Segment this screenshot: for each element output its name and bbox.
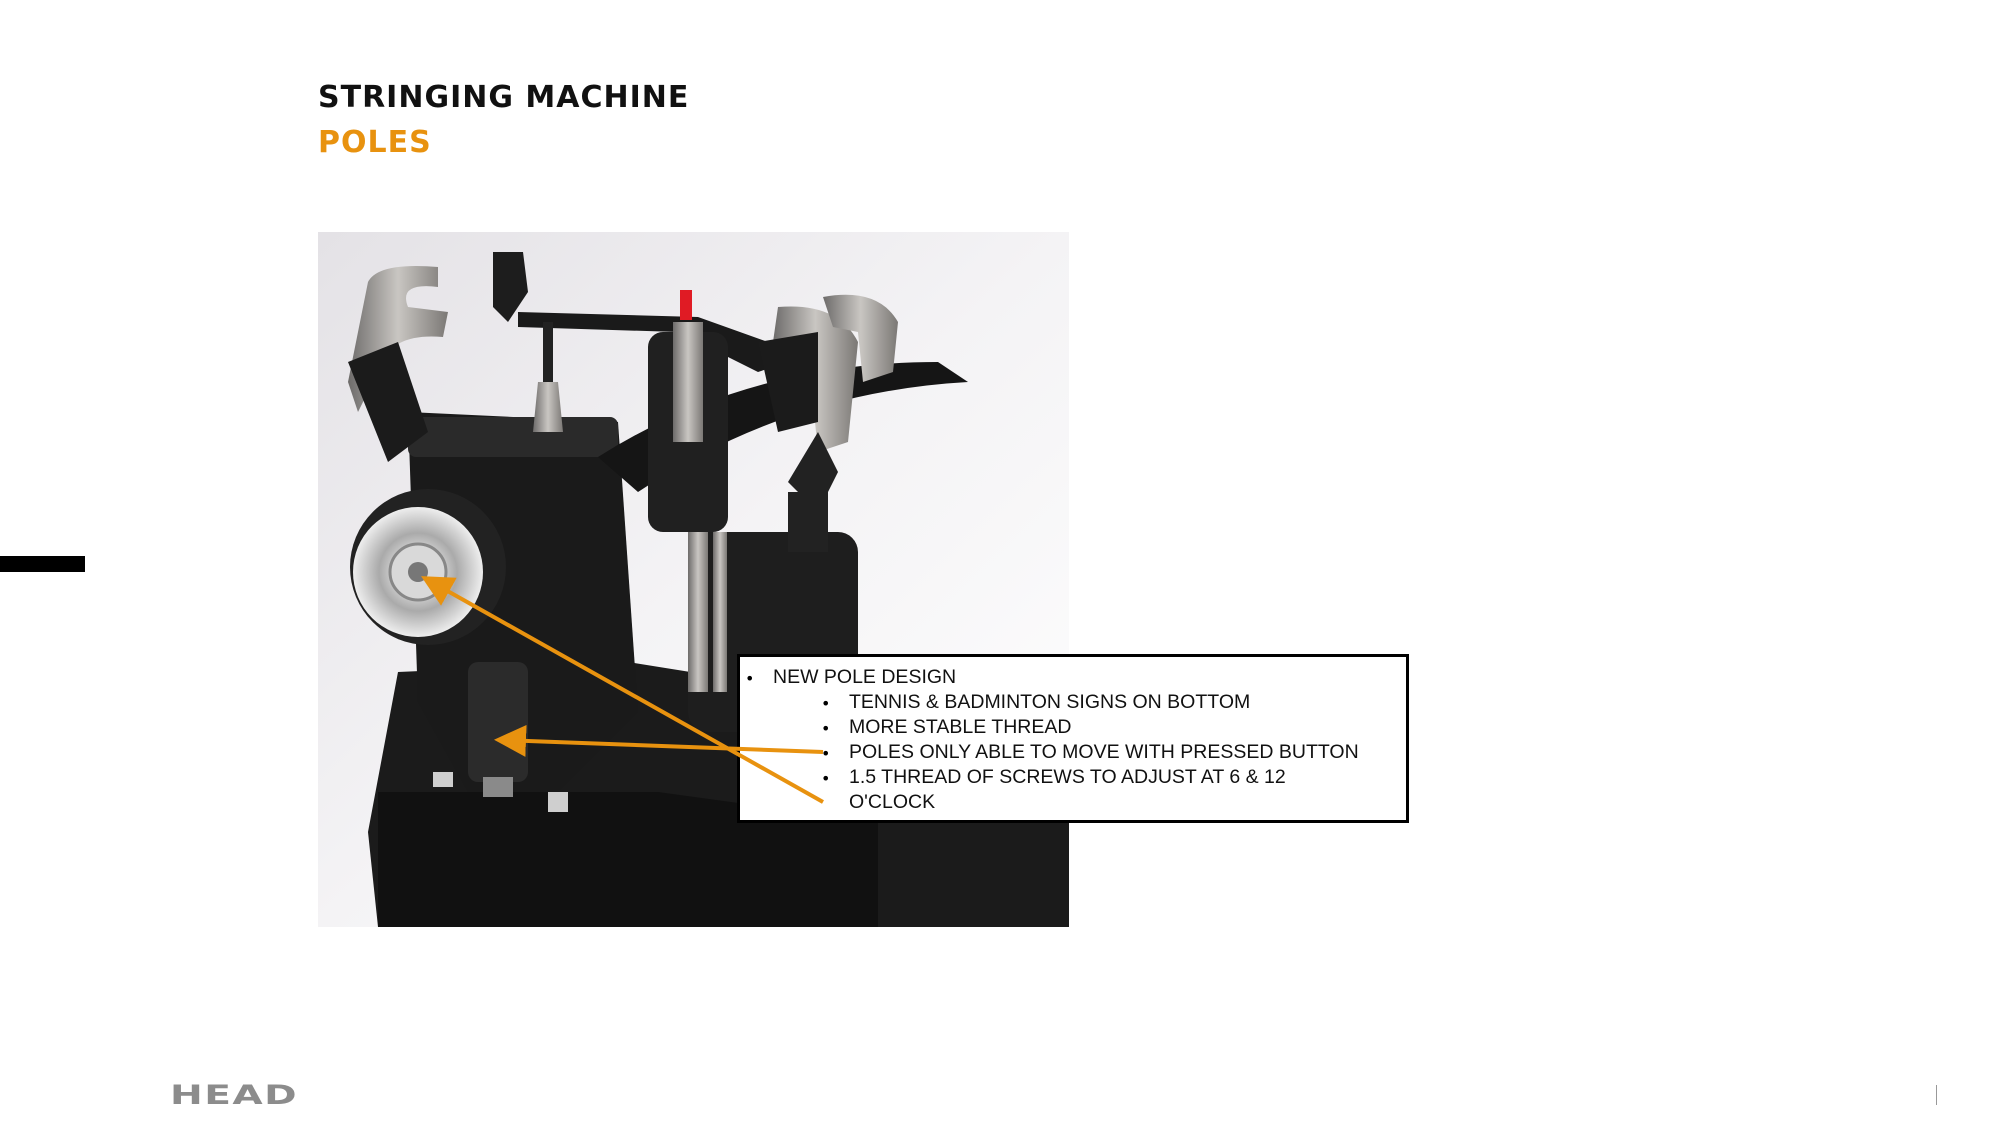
bullet: • [821, 769, 831, 788]
bullet: • [821, 694, 831, 713]
bullet: • [821, 719, 831, 738]
list-item-text: 1.5 THREAD OF SCREWS TO ADJUST AT 6 & 12 [849, 766, 1286, 788]
list-item-text: POLES ONLY ABLE TO MOVE WITH PRESSED BUT… [849, 741, 1359, 763]
bullet: • [745, 669, 755, 688]
slide-title: STRINGING MACHINE [318, 80, 690, 115]
slide-subtitle: POLES [318, 125, 432, 160]
list-item-text-continued: O'CLOCK [849, 791, 936, 813]
bullet: • [821, 744, 831, 763]
section-marker-bar [0, 556, 85, 572]
list-item-text: NEW POLE DESIGN [773, 666, 957, 688]
feature-callout-box: • NEW POLE DESIGN • TENNIS & BADMINTON S… [737, 654, 1409, 823]
page-number-divider [1936, 1085, 1937, 1105]
list-item-text: TENNIS & BADMINTON SIGNS ON BOTTOM [849, 691, 1251, 713]
head-logo: HEAD [170, 1080, 299, 1111]
list-item-text: MORE STABLE THREAD [849, 716, 1072, 738]
